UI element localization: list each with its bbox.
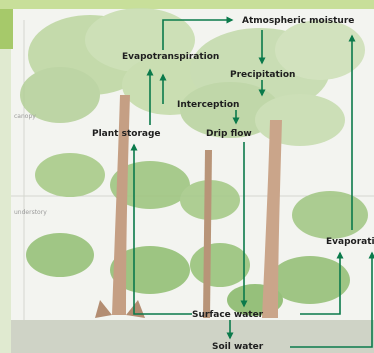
label-interception: Interception xyxy=(177,100,239,110)
label-soil-water: Soil water xyxy=(212,342,264,352)
understory-foliage xyxy=(26,153,368,316)
canopy-foliage xyxy=(20,8,365,146)
label-evaporation: Evaporati xyxy=(326,237,374,247)
label-surface-water: Surface water xyxy=(192,310,264,320)
layer-label-understory: understory xyxy=(14,209,47,216)
label-precipitation: Precipitation xyxy=(230,70,295,80)
layer-label-canopy: canopy xyxy=(14,113,36,120)
label-plant-storage: Plant storage xyxy=(92,129,161,139)
ground-strip xyxy=(11,320,374,353)
label-atmospheric-moisture: Atmospheric moisture xyxy=(242,16,354,26)
label-drip-flow: Drip flow xyxy=(206,129,252,139)
label-evapotranspiration: Evapotranspiration xyxy=(122,52,219,62)
